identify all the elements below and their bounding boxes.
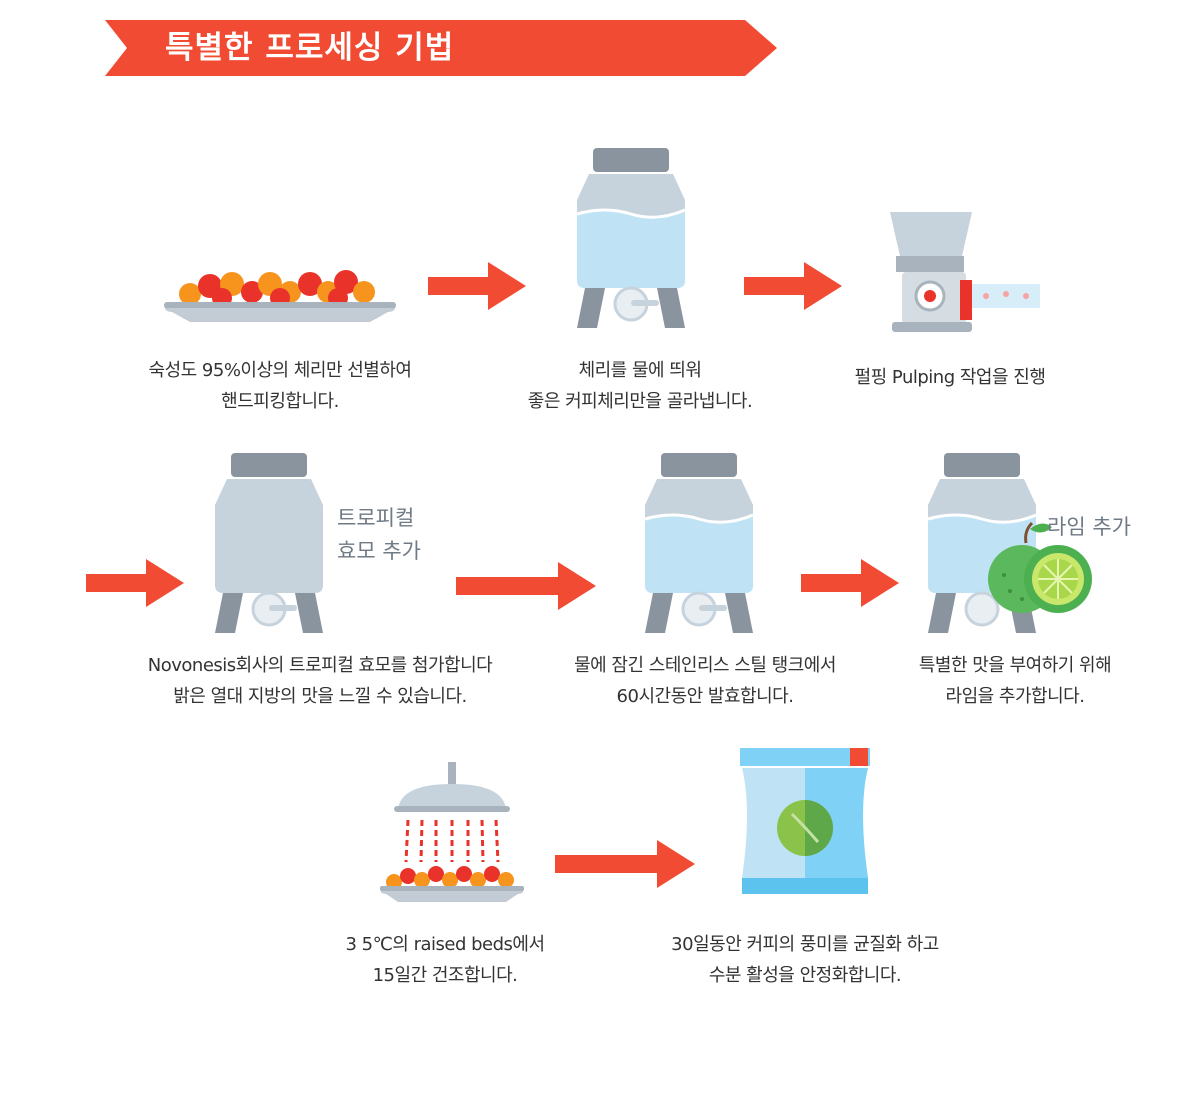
page-title: 특별한 프로세싱 기법 <box>165 30 455 66</box>
yeast-tank-icon <box>215 453 323 633</box>
arrow-icon <box>744 262 842 310</box>
drying-shower-icon <box>380 762 524 902</box>
arrow-icon <box>86 559 184 607</box>
fermentation-tank-icon <box>644 453 754 633</box>
cherry-tray-icon <box>164 270 396 322</box>
coffee-bag-icon <box>740 748 870 894</box>
arrow-icon <box>456 562 596 610</box>
lime-label: 라임 추가 <box>1047 515 1131 539</box>
arrow-icon <box>801 559 899 607</box>
arrow-icon <box>428 262 526 310</box>
pulping-machine-icon <box>890 212 1040 332</box>
lime-tank-icon <box>927 453 1092 633</box>
step-caption-3: 펄핑 Pulping 작업을 진행 <box>854 367 1046 388</box>
title-banner <box>105 20 777 76</box>
arrow-icon <box>555 840 695 888</box>
water-tank-icon <box>576 148 686 328</box>
